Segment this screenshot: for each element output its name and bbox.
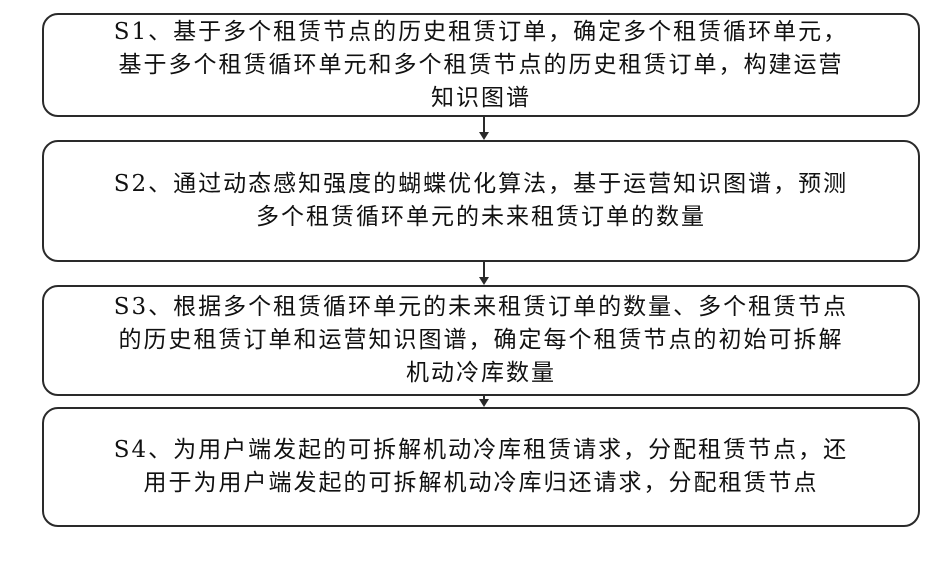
arrow-s3-to-s4 [480, 396, 488, 407]
step-s3-box: S3、根据多个租赁循环单元的未来租赁订单的数量、多个租赁节点 的历史租赁订单和运… [42, 285, 920, 396]
arrow-shaft [483, 262, 485, 278]
step-s4-box: S4、为用户端发起的可拆解机动冷库租赁请求，分配租赁节点，还 用于为用户端发起的… [42, 407, 920, 527]
arrow-s2-to-s3 [480, 262, 488, 285]
step-s1-box: S1、基于多个租赁节点的历史租赁订单，确定多个租赁循环单元， 基于多个租赁循环单… [42, 13, 920, 117]
arrow-shaft [483, 117, 485, 133]
step-s2-box: S2、通过动态感知强度的蝴蝶优化算法，基于运营知识图谱，预测 多个租赁循环单元的… [42, 140, 920, 262]
arrow-down-icon [479, 132, 489, 140]
arrow-s1-to-s2 [480, 117, 488, 140]
step-s4-text: S4、为用户端发起的可拆解机动冷库租赁请求，分配租赁节点，还 用于为用户端发起的… [90, 434, 872, 500]
step-s3-text: S3、根据多个租赁循环单元的未来租赁订单的数量、多个租赁节点 的历史租赁订单和运… [90, 291, 872, 390]
step-s2-text: S2、通过动态感知强度的蝴蝶优化算法，基于运营知识图谱，预测 多个租赁循环单元的… [90, 168, 872, 234]
arrow-down-icon [479, 399, 489, 407]
arrow-down-icon [479, 277, 489, 285]
step-s1-text: S1、基于多个租赁节点的历史租赁订单，确定多个租赁循环单元， 基于多个租赁循环单… [90, 16, 872, 115]
